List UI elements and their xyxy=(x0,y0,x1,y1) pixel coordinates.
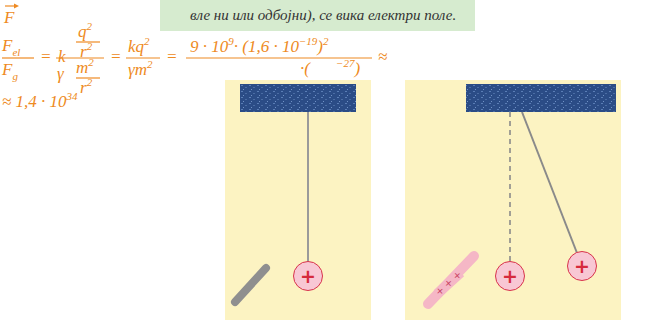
formula-part: F xyxy=(4,8,14,28)
formula-text: g xyxy=(12,70,18,82)
thread xyxy=(307,112,309,262)
formula-text: ·( xyxy=(300,59,310,78)
formula-text: −19 xyxy=(299,35,317,47)
formula-text: γ xyxy=(57,64,64,83)
formula-text: q xyxy=(78,22,87,41)
formula-part: 9 · 109· (1,6 · 10−19)2 xyxy=(190,37,329,58)
formula-text: 9 xyxy=(228,35,234,47)
formula-part: m2 xyxy=(76,58,94,79)
formula-part: ·( xyxy=(300,59,310,79)
formula-text: 2 xyxy=(323,35,329,47)
formula-text: 34 xyxy=(67,90,78,102)
formula-text: 2 xyxy=(144,35,150,47)
formula-text: 2 xyxy=(87,20,93,32)
definition-box: вле ни или одбојни), се вика електри пол… xyxy=(160,0,475,31)
formula-text: 2 xyxy=(88,56,94,68)
formula-text: 9 · 10 xyxy=(190,37,228,56)
support-bar xyxy=(240,84,356,112)
formula-text: = xyxy=(110,47,121,66)
formula-part: q2 xyxy=(78,22,92,43)
charged-ball: + xyxy=(495,261,525,291)
formula-text: el xyxy=(12,46,20,58)
support-bar xyxy=(466,84,616,112)
formula-part: ≈ xyxy=(378,47,387,67)
formula-text: ≈ 1,4 · 10 xyxy=(2,92,67,111)
formula-text: 2 xyxy=(87,40,93,52)
node-text: вле ни или одбојни), се вика електри пол… xyxy=(190,0,465,24)
vector-arrow xyxy=(5,4,19,9)
formula-part: ≈ 1,4 · 1034 xyxy=(2,92,78,113)
formula-part: γm2 xyxy=(128,60,152,81)
formula-text: = xyxy=(40,47,51,66)
formula-part: γ xyxy=(57,64,64,84)
formula-text: ≈ xyxy=(378,47,387,66)
formula-text: r xyxy=(80,78,87,97)
formula-part: Fel xyxy=(2,36,20,57)
formula-text: ) xyxy=(317,37,323,56)
formula-text: ) xyxy=(354,59,360,78)
formula-part: = xyxy=(110,47,121,67)
formula-text: k xyxy=(58,47,66,66)
charged-rod xyxy=(428,256,474,304)
formula-text: F xyxy=(2,36,12,55)
charged-ball: + xyxy=(567,251,597,281)
formula-text: · (1,6 · 10 xyxy=(234,37,299,56)
formula-part: r2 xyxy=(80,78,92,99)
formula-part: Fg xyxy=(2,60,18,81)
formula-part: = xyxy=(166,47,177,67)
node-text: + xyxy=(300,267,316,286)
panel xyxy=(225,80,371,320)
formula-text: F xyxy=(4,8,14,27)
formula-part: −27) xyxy=(336,59,360,80)
formula-text: kq xyxy=(128,37,144,56)
formula-part: kq2 xyxy=(128,37,150,58)
rod xyxy=(235,268,266,302)
formula-text: m xyxy=(76,58,88,77)
formula-text: γm xyxy=(128,60,147,79)
node-text: + xyxy=(502,267,518,286)
formula-text: = xyxy=(166,47,177,66)
thread xyxy=(522,112,577,253)
formula-text: F xyxy=(2,60,12,79)
node-text: + xyxy=(574,257,590,276)
formula-text: 2 xyxy=(87,76,93,88)
formula-text: 2 xyxy=(147,58,153,70)
formula-text: −27 xyxy=(336,57,354,69)
panel xyxy=(405,80,621,320)
thread-dashed xyxy=(509,112,511,262)
formula-part: = xyxy=(40,47,51,67)
charged-ball: + xyxy=(293,261,323,291)
